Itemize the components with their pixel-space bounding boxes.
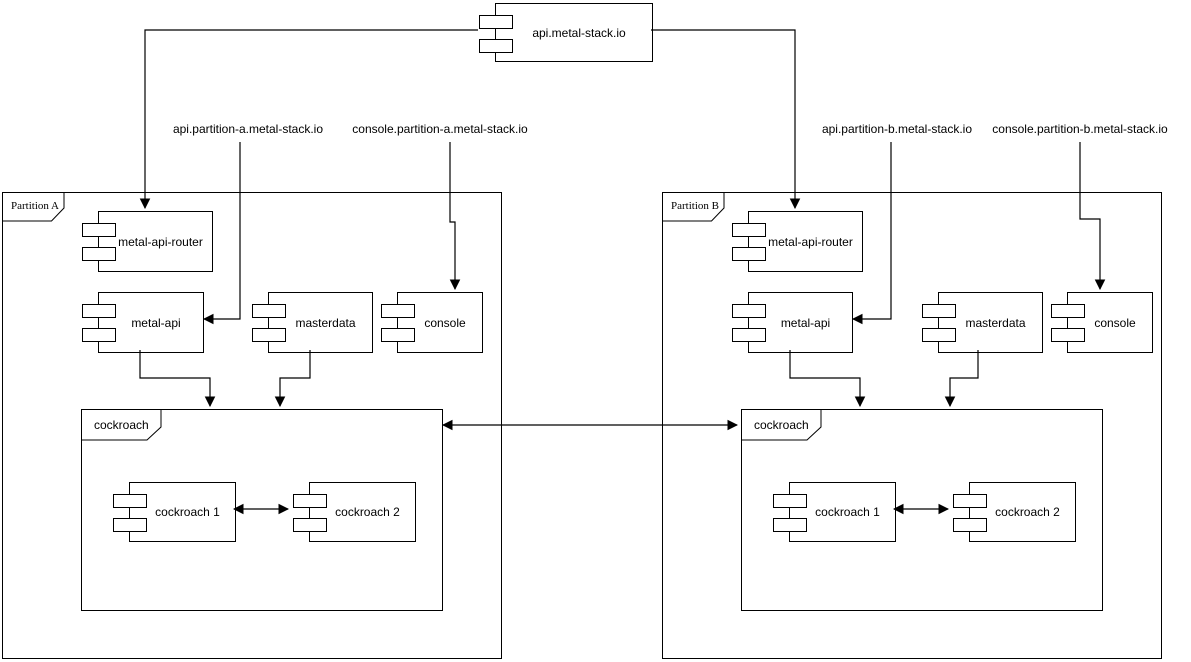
- package-tab-shape: [81, 409, 162, 441]
- component-port-icon: [252, 304, 286, 318]
- component-label: metal-api-router: [118, 234, 203, 249]
- component-port-icon: [922, 328, 956, 342]
- frame-tab-shape: [2, 192, 65, 222]
- component-label: masterdata: [295, 315, 356, 330]
- component-port-icon: [732, 223, 766, 237]
- component-label: api.metal-stack.io: [532, 25, 626, 40]
- component-port-icon: [82, 304, 116, 318]
- component-port-icon: [293, 494, 327, 508]
- component-port-icon: [1051, 304, 1085, 318]
- component-port-icon: [113, 518, 147, 532]
- component-metal-api-router-b[interactable]: metal-api-router: [732, 211, 863, 272]
- component-cockroach1-b[interactable]: cockroach 1: [773, 482, 896, 542]
- dns-label-api-partition-a: api.partition-a.metal-stack.io: [172, 122, 324, 136]
- dns-label-api-partition-b: api.partition-b.metal-stack.io: [821, 122, 973, 136]
- component-label: metal-api-router: [768, 234, 853, 249]
- component-label: cockroach 2: [995, 505, 1060, 519]
- component-label: console: [424, 315, 466, 330]
- component-cockroach2-a[interactable]: cockroach 2: [293, 482, 416, 542]
- package-tab-shape: [741, 409, 822, 441]
- component-port-icon: [381, 328, 415, 342]
- cockroach-package-a[interactable]: cockroach cockroach 1 cockroach 2: [81, 409, 443, 611]
- component-port-icon: [82, 247, 116, 261]
- component-label: masterdata: [965, 315, 1026, 330]
- component-port-icon: [732, 304, 766, 318]
- component-port-icon: [732, 247, 766, 261]
- component-port-icon: [252, 328, 286, 342]
- component-port-icon: [773, 518, 807, 532]
- component-label: cockroach 1: [815, 505, 880, 519]
- edge-root-to-router-a: [139, 29, 478, 210]
- component-masterdata-a[interactable]: masterdata: [252, 292, 373, 353]
- component-masterdata-b[interactable]: masterdata: [922, 292, 1043, 353]
- partition-a-title: Partition A: [11, 200, 59, 212]
- component-port-icon: [1051, 328, 1085, 342]
- component-metal-api-a[interactable]: metal-api: [82, 292, 204, 353]
- component-port-icon: [479, 39, 513, 53]
- dns-label-console-partition-a: console.partition-a.metal-stack.io: [352, 122, 528, 136]
- component-port-icon: [773, 494, 807, 508]
- component-console-b[interactable]: console: [1051, 292, 1153, 353]
- component-label: console: [1094, 315, 1136, 330]
- partition-b-frame[interactable]: Partition B metal-api-router metal-api m…: [662, 192, 1162, 659]
- component-port-icon: [479, 15, 513, 29]
- component-port-icon: [732, 328, 766, 342]
- component-port-icon: [113, 494, 147, 508]
- dns-label-console-partition-b: console.partition-b.metal-stack.io: [992, 122, 1168, 136]
- partition-a-frame[interactable]: Partition A metal-api-router metal-api m…: [2, 192, 502, 659]
- cockroach-package-b[interactable]: cockroach cockroach 1 cockroach 2: [741, 409, 1103, 611]
- cockroach-package-b-title: cockroach: [754, 418, 809, 432]
- component-label: metal-api: [780, 315, 831, 330]
- component-label: metal-api: [131, 315, 181, 330]
- component-port-icon: [381, 304, 415, 318]
- component-label: cockroach 1: [155, 505, 220, 519]
- cockroach-package-a-title: cockroach: [94, 418, 149, 432]
- component-port-icon: [82, 223, 116, 237]
- partition-b-title: Partition B: [671, 200, 719, 212]
- component-cockroach2-b[interactable]: cockroach 2: [953, 482, 1076, 542]
- component-port-icon: [953, 494, 987, 508]
- component-metal-api-router-a[interactable]: metal-api-router: [82, 211, 213, 272]
- component-console-a[interactable]: console: [381, 292, 483, 353]
- component-port-icon: [953, 518, 987, 532]
- component-port-icon: [82, 328, 116, 342]
- component-metal-api-b[interactable]: metal-api: [732, 292, 853, 353]
- component-label: cockroach 2: [335, 505, 400, 519]
- component-port-icon: [922, 304, 956, 318]
- component-port-icon: [293, 518, 327, 532]
- component-api-metal-stack-io[interactable]: api.metal-stack.io: [479, 3, 653, 62]
- edge-root-to-router-b: [651, 29, 801, 210]
- component-cockroach1-a[interactable]: cockroach 1: [113, 482, 236, 542]
